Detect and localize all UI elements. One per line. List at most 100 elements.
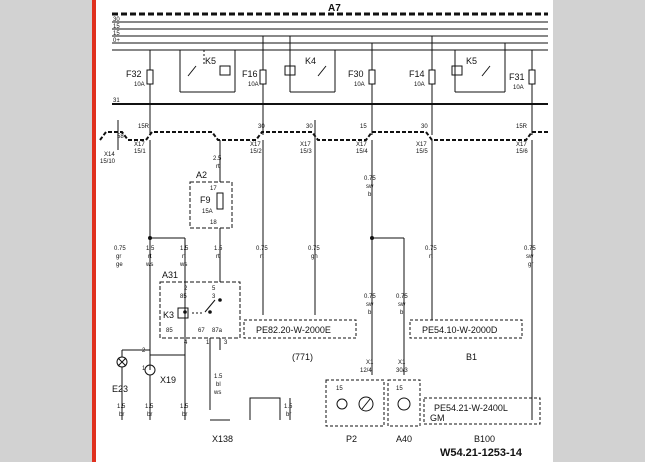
fuse-f16-rating: 10A bbox=[248, 82, 259, 88]
tap-30-c: 30 bbox=[421, 124, 428, 130]
ref-box-3 bbox=[423, 397, 541, 425]
ref-3-code: PE54.21-W-2400L bbox=[434, 403, 508, 413]
connector-x17-1-pin: 15/1 bbox=[134, 149, 146, 155]
ref-3-label: GM bbox=[430, 413, 445, 423]
connector-x17-4: X17 bbox=[356, 142, 367, 148]
wire-1-color2: ws bbox=[145, 262, 153, 268]
wire-6-size: 0.75 bbox=[364, 176, 376, 182]
right-margin-band bbox=[553, 0, 645, 462]
bus-label-15b: 15 bbox=[113, 31, 120, 37]
connector-x14-pin: 15/10 bbox=[100, 159, 116, 165]
connector-x17-6: X17 bbox=[516, 142, 527, 148]
a31-pin-bot-4: 1 bbox=[206, 340, 210, 346]
a31-pin-top-2: 5 bbox=[212, 286, 216, 292]
a31-pin-bot-2: 87a bbox=[212, 328, 223, 334]
left-stub-58: 58 bbox=[117, 134, 124, 140]
tap-30-b: 30 bbox=[306, 124, 313, 130]
k3-coil bbox=[177, 307, 189, 319]
a2-pin-18: 18 bbox=[210, 220, 217, 226]
a31-pin-bot-5: 3 bbox=[224, 340, 228, 346]
connector-x17-1: X17 bbox=[134, 142, 145, 148]
fuse-f32-label: F32 bbox=[126, 69, 142, 79]
fuse-f32-rating: 10A bbox=[134, 82, 145, 88]
x1-right-pin: 30/3 bbox=[396, 368, 408, 374]
bottom-wire-2-color: br bbox=[182, 412, 187, 418]
wire-6-color: sw bbox=[366, 184, 374, 190]
fuse-f9-label: F9 bbox=[200, 195, 211, 205]
bus-label-15a: 15 bbox=[113, 24, 120, 30]
a40-sensor-symbol bbox=[397, 397, 411, 411]
bottom-label-1-5: 1.5 bbox=[214, 374, 223, 380]
wire-lower-0-size: 0.75 bbox=[364, 294, 376, 300]
fuse-f31-rating: 10A bbox=[513, 85, 524, 91]
x1-left-pin: 12/4 bbox=[360, 368, 372, 374]
bus-label-31: 31 bbox=[113, 98, 120, 104]
bottom-label-2: 2 bbox=[142, 348, 146, 354]
wire-lower-1-size: 0.75 bbox=[396, 294, 408, 300]
ref-1-label: (771) bbox=[292, 352, 313, 362]
connector-x17-5-pin: 15/5 bbox=[416, 149, 428, 155]
wire-8-color: sw bbox=[526, 254, 534, 260]
wire-2-color: rt bbox=[182, 254, 186, 260]
fuse-f31-label: F31 bbox=[509, 72, 525, 82]
a2-wire-color: rt bbox=[216, 164, 220, 170]
ref-2-code: PE54.10-W-2000D bbox=[422, 325, 498, 335]
bottom-label-bl: bl bbox=[216, 382, 221, 388]
k5-right-coil bbox=[451, 65, 463, 76]
fuse-f30-rating: 10A bbox=[354, 82, 365, 88]
k4-contact bbox=[317, 65, 327, 77]
left-margin-band bbox=[0, 0, 92, 462]
relay-k5-left-label: K5 bbox=[205, 56, 216, 66]
module-label-a7: A7 bbox=[328, 3, 341, 14]
a2-label: A2 bbox=[196, 170, 207, 180]
wire-1-color: rt bbox=[148, 254, 152, 260]
k4-coil bbox=[284, 65, 296, 76]
bottom-wire-3-size: 1.5 bbox=[284, 404, 293, 410]
bottom-wire-2-size: 1.5 bbox=[180, 404, 189, 410]
component-x19: X19 bbox=[160, 375, 176, 385]
page-edge-red-line bbox=[92, 0, 96, 462]
wire-lower-1-color2: bl bbox=[400, 310, 405, 316]
wire-6-color2: bl bbox=[368, 192, 373, 198]
bottom-label-1: 1 bbox=[142, 366, 146, 372]
p2-lamp-symbol bbox=[336, 398, 348, 410]
wire-2-color2: ws bbox=[179, 262, 187, 268]
connector-x17-4-pin: 15/4 bbox=[356, 149, 368, 155]
wire-7-size: 0.75 bbox=[425, 246, 437, 252]
p2-gauge-symbol bbox=[358, 396, 374, 412]
relay-k3-label: K3 bbox=[163, 310, 174, 320]
connector-x14: X14 bbox=[104, 152, 115, 158]
ref-box-1 bbox=[243, 319, 357, 339]
x1-left-label: X1 bbox=[366, 360, 374, 366]
connector-x17-6-pin: 15/6 bbox=[516, 149, 528, 155]
k5-right-contact bbox=[481, 65, 491, 77]
relay-k5-right-label: K5 bbox=[466, 56, 477, 66]
component-x138: X138 bbox=[212, 434, 233, 444]
connector-row bbox=[99, 131, 548, 141]
connector-x17-2: X17 bbox=[250, 142, 261, 148]
bottom-wire-3-color: br bbox=[286, 412, 291, 418]
k5-left-contact bbox=[187, 65, 197, 77]
tap-15r-right: 15R bbox=[516, 124, 528, 130]
a31-label: A31 bbox=[162, 270, 178, 280]
wire-0-color2: ge bbox=[116, 262, 123, 268]
component-a40: A40 bbox=[396, 434, 412, 444]
wire-2-size: 1.5 bbox=[180, 246, 189, 252]
a31-pin-top-0: 2 bbox=[184, 286, 188, 292]
component-p2: P2 bbox=[346, 434, 357, 444]
fuse-f9 bbox=[216, 192, 224, 210]
fuse-f31 bbox=[528, 69, 536, 85]
component-e23: E23 bbox=[112, 384, 128, 394]
p2-pin-label: 15 bbox=[336, 386, 343, 392]
ref-1-code: PE82.20-W-2000E bbox=[256, 325, 331, 335]
bus-label-0plus: 0+ bbox=[113, 38, 120, 44]
a31-pin-bot-1: 67 bbox=[198, 328, 205, 334]
a31-pin-bot-0: 85 bbox=[166, 328, 173, 334]
tap-15: 15 bbox=[360, 124, 367, 130]
wire-3-color: rt bbox=[216, 254, 220, 260]
wire-8-color2: gr bbox=[528, 262, 533, 268]
wire-lower-0-color2: bl bbox=[368, 310, 373, 316]
connector-x17-3-pin: 15/3 bbox=[300, 149, 312, 155]
tap-15r-left: 15R bbox=[138, 124, 150, 130]
